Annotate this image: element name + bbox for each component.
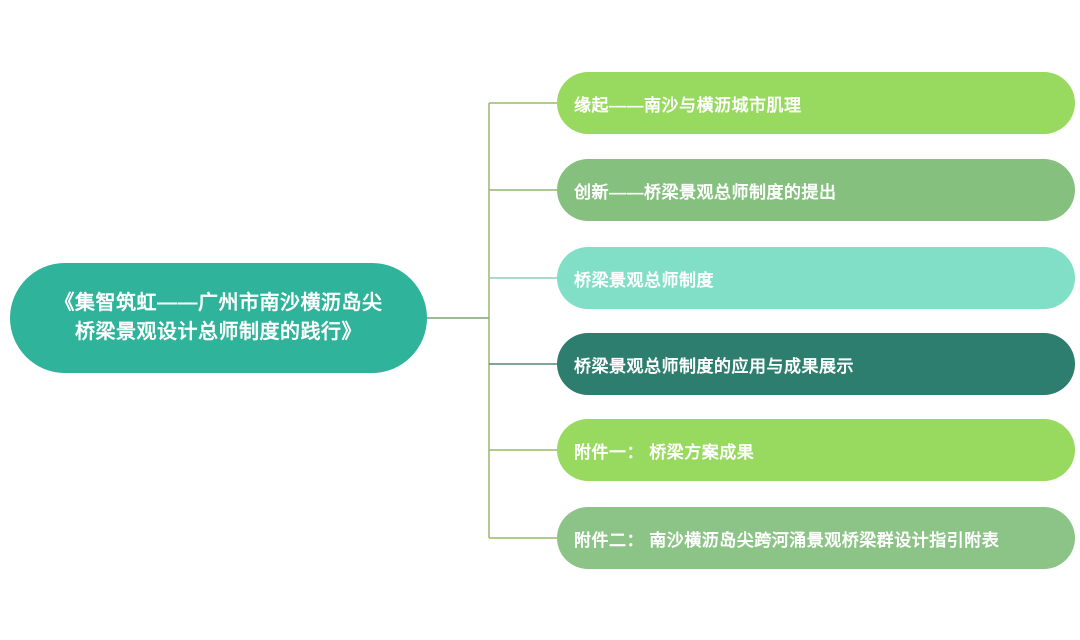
branch-label: 附件二： 南沙横沥岛尖跨河涌景观桥梁群设计指引附表: [574, 530, 1000, 550]
root-title-line1: 《集智筑虹——广州市南沙横沥岛尖: [54, 292, 383, 314]
root-title-line2: 桥梁景观设计总师制度的践行》: [75, 321, 362, 343]
branch-label: 附件一： 桥梁方案成果: [574, 442, 755, 462]
branch-pill: 缘起——南沙与横沥城市肌理: [557, 72, 1075, 134]
branch-pill: 桥梁景观总师制度: [557, 247, 1075, 309]
branch-pill: 附件二： 南沙横沥岛尖跨河涌景观桥梁群设计指引附表: [557, 507, 1075, 569]
branch-label: 桥梁景观总师制度的应用与成果展示: [574, 356, 854, 376]
branch-pill: 附件一： 桥梁方案成果: [557, 419, 1075, 481]
branch-label: 桥梁景观总师制度: [574, 270, 714, 290]
branch-pill: 创新——桥梁景观总师制度的提出: [557, 159, 1075, 221]
branch-label: 缘起——南沙与横沥城市肌理: [574, 95, 802, 115]
branch-label: 创新——桥梁景观总师制度的提出: [574, 182, 837, 202]
root-node: 《集智筑虹——广州市南沙横沥岛尖 桥梁景观设计总师制度的践行》: [10, 263, 427, 373]
branch-pill: 桥梁景观总师制度的应用与成果展示: [557, 333, 1075, 395]
